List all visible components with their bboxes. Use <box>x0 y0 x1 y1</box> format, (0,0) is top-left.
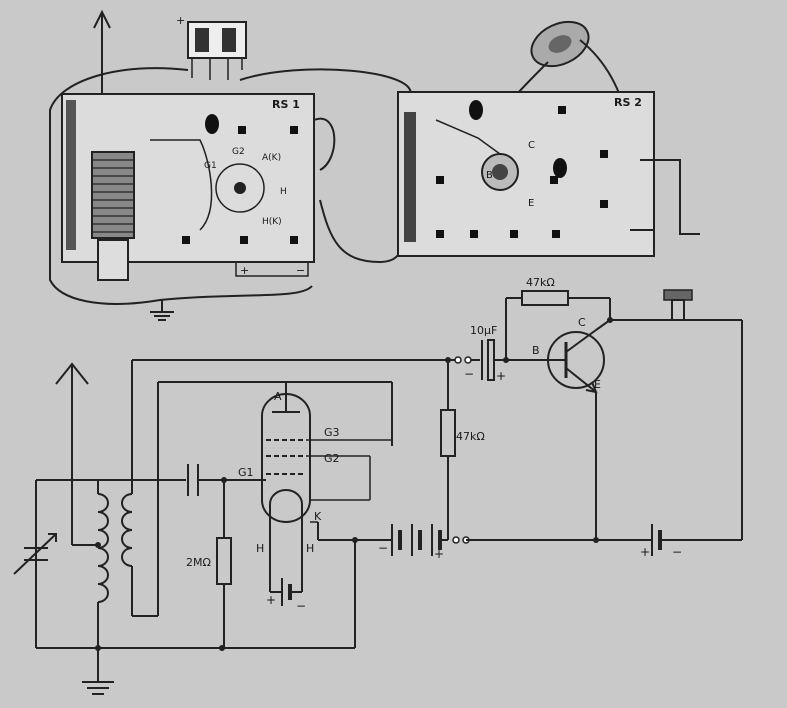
load-resistor-icon <box>440 357 456 540</box>
grid-resistor-label: 2MΩ <box>186 556 211 569</box>
tube-cathode-label: K <box>314 510 322 523</box>
rs1-minus-label: − <box>296 264 305 277</box>
electrolytic-capacitor-icon <box>471 339 548 381</box>
feedback-resistor-label: 47kΩ <box>526 276 555 289</box>
main-battery-icon <box>378 524 448 556</box>
battery-minus-label: − <box>378 541 388 555</box>
pin-a-label: A(K) <box>262 153 281 163</box>
battery-pack-icon: + <box>176 14 247 80</box>
wire-battery-to-rs2 <box>239 68 412 97</box>
tube-heater-left-label: H <box>256 542 264 555</box>
tuning-coil-icon <box>72 480 109 648</box>
circuit-schematic: 2MΩ A G3 G2 G1 K H H <box>13 276 743 695</box>
transistor-base-label: B <box>532 344 540 357</box>
board-rs1-label: RS 1 <box>272 98 300 111</box>
antenna-arrow-icon <box>93 9 111 29</box>
physical-layout: + RS 1 G2 G1 A(K) H H(K) <box>49 9 700 321</box>
pin-g1-label: G1 <box>204 161 217 171</box>
tube-g2-label: G2 <box>324 452 340 465</box>
grid-resistor-icon <box>216 480 232 648</box>
tube-anode-label: A <box>274 390 282 403</box>
layout-emitter-label: E <box>528 198 534 209</box>
rs1-plus-label: + <box>240 264 249 277</box>
schematic-antenna-arrow-icon <box>55 362 89 385</box>
layout-ground-icon <box>150 311 174 321</box>
vacuum-tube-icon <box>261 382 392 523</box>
capacitor-plus-label: + <box>496 369 506 383</box>
layout-transistor-icon <box>481 153 519 191</box>
wire-outer-loop <box>49 67 313 305</box>
output-battery-minus-label: − <box>672 545 682 559</box>
coil-icon <box>91 151 135 281</box>
feedback-coil-icon <box>121 359 456 617</box>
board-rs1-terminal-strip <box>66 100 76 250</box>
tube-heater-right-label: H <box>306 542 314 555</box>
output-battery-icon <box>640 524 742 556</box>
layout-base-label: B <box>486 170 493 181</box>
schematic-transistor-icon <box>547 319 611 540</box>
svg-text:+: + <box>176 14 185 27</box>
capacitor-label: 10μF <box>470 324 497 337</box>
board-rs2 <box>397 91 655 257</box>
output-battery-plus-label: + <box>640 545 650 559</box>
layout-collector-label: C <box>528 140 535 151</box>
wire-rs1-to-rs2 <box>319 199 407 264</box>
board-rs2-label: RS 2 <box>614 96 642 109</box>
heater-minus-label: − <box>296 599 306 613</box>
variable-capacitor-icon <box>13 533 57 575</box>
capacitor-minus-label: − <box>464 367 474 381</box>
plate-terminal-right <box>464 356 472 364</box>
board-rs2-terminal-strip <box>404 112 416 242</box>
plate-terminal-left <box>454 356 462 364</box>
wire-rs1-right <box>313 117 336 171</box>
load-resistor-label: 47kΩ <box>456 430 485 443</box>
wire-rs2-output <box>640 159 700 235</box>
battery-plus-label: + <box>434 547 444 561</box>
feedback-resistor-icon <box>503 290 611 363</box>
heater-battery-icon <box>269 522 303 606</box>
battery-terminal-left <box>452 536 460 544</box>
tube-g1-label: G1 <box>238 466 254 479</box>
transistor-emitter-label: E <box>594 378 601 391</box>
board-rs1-pads <box>182 114 298 244</box>
loudspeaker-icon <box>530 20 590 68</box>
heater-plus-label: + <box>266 593 276 607</box>
pin-hk-label: H(K) <box>262 217 282 227</box>
schematic-ground-icon <box>82 681 114 695</box>
board-rs2-pads <box>436 100 608 238</box>
tube-socket-icon <box>215 163 265 213</box>
transistor-collector-label: C <box>578 316 586 329</box>
earphone-icon <box>663 289 693 321</box>
wire-rs1-inner <box>150 139 213 231</box>
tube-g3-label: G3 <box>324 426 340 439</box>
pin-h-label: H <box>280 187 287 197</box>
pin-g2-label: G2 <box>232 147 245 157</box>
